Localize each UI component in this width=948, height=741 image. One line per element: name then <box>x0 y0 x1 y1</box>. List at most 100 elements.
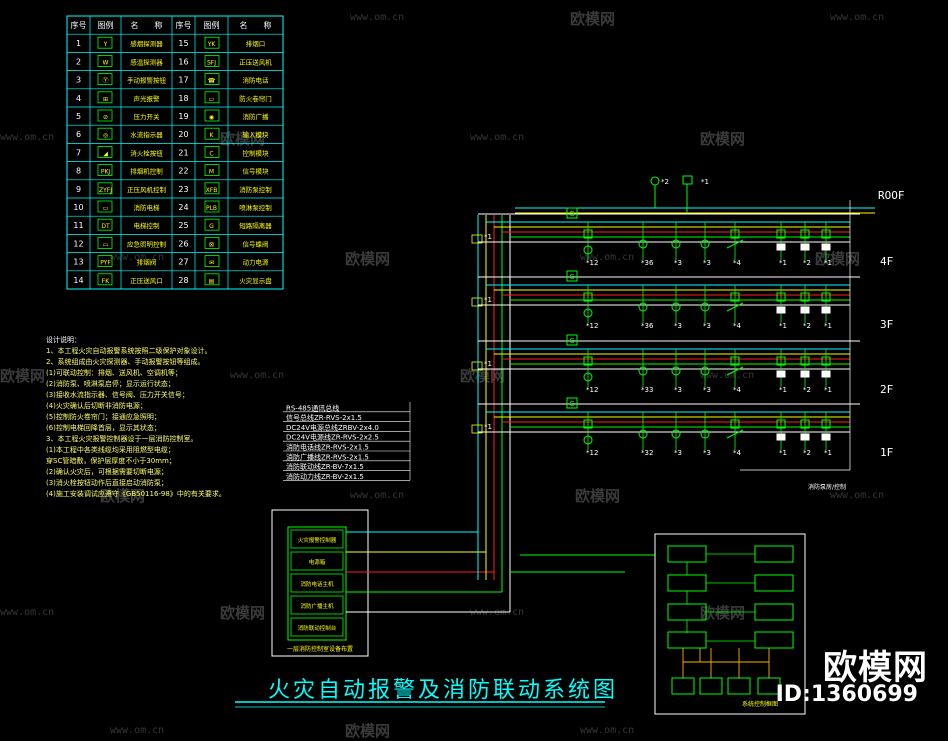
watermark-url: www.om.cn <box>580 725 635 736</box>
device-count: *12 <box>586 449 598 457</box>
signal-device-symbol <box>821 243 831 251</box>
pump-room-note: 消防泵房/控制 <box>808 483 846 491</box>
control-room-caption: 一层消防控制室设备布置 <box>287 645 353 653</box>
legend-name: 输入模块 <box>243 130 270 139</box>
legend-header: 图例 <box>204 20 220 30</box>
short-circuit-isolator <box>566 270 578 282</box>
legend-name: 动力电源 <box>243 258 270 267</box>
detector-symbol <box>638 239 648 249</box>
detector-symbol <box>671 366 681 376</box>
legend-symbol: PKJ <box>101 169 111 176</box>
watermark: 欧模网 <box>575 487 621 505</box>
legend-name: 应急照明控制 <box>127 239 167 248</box>
legend-symbol: ⊠ <box>209 241 214 248</box>
cable-item: DC24V电源总线ZRBV-2x4.0 <box>286 423 379 432</box>
legend-symbol: ☎ <box>208 78 216 85</box>
legend-symbol: FK <box>102 278 110 285</box>
control-room-device-label: 消防广播主机 <box>300 602 334 610</box>
signal-device-symbol <box>800 243 810 251</box>
cable-item: 消防动力线ZR-BV-2x1.5 <box>286 472 364 481</box>
legend-number: 1 <box>76 39 81 48</box>
legend-name: 感烟探测器 <box>130 39 163 48</box>
watermark-url: www.om.cn <box>0 132 55 143</box>
watermark-url: www.om.cn <box>700 370 755 381</box>
legend-name: 消防电梯 <box>134 203 161 212</box>
detector-symbol <box>583 308 593 318</box>
device-count: *4 <box>733 449 742 457</box>
note-line: (1)可联动控制：排烟、送风机、空调机等； <box>46 369 182 377</box>
detector-symbol <box>700 366 710 376</box>
input-module-symbol <box>776 356 786 366</box>
legend-symbol-box <box>97 55 113 67</box>
legend-number: 22 <box>178 167 188 176</box>
legend-symbol-box <box>97 36 113 49</box>
detector-symbol <box>583 245 593 255</box>
legend-number: 6 <box>76 130 81 139</box>
note-line: (4)施工安装调试应遵守《GB50116-98》中的有关要求。 <box>46 490 226 498</box>
legend-header: 名 称 <box>131 20 163 30</box>
legend-symbol-box <box>97 145 113 158</box>
valve-symbol <box>726 429 744 439</box>
note-line: (2)确认火灾后，可根据需要切断电源； <box>46 468 168 476</box>
valve-symbol <box>726 366 744 376</box>
legend-name: 消防广播 <box>243 112 270 121</box>
legend-symbol-box <box>97 164 113 177</box>
signal-device-symbol <box>776 370 786 378</box>
note-line: (2)消防泵、喷淋泵启停；显示运行状态； <box>46 380 175 388</box>
input-module-symbol <box>583 292 593 302</box>
watermark-url: www.om.cn <box>110 725 165 736</box>
signal-device-symbol <box>776 306 786 314</box>
note-line: (5)控制防火卷帘门；接通应急照明； <box>46 413 161 421</box>
input-module-symbol <box>776 229 786 239</box>
riser-terminal-box <box>471 424 483 434</box>
legend-name: 火灾显示盘 <box>239 276 272 285</box>
floor-label-1f: 1F <box>880 446 894 459</box>
legend-number: 16 <box>178 57 188 66</box>
legend-name: 防火卷帘门 <box>239 94 272 103</box>
legend-name: 喷淋泵控制 <box>239 203 272 212</box>
riser-terminal-box <box>471 297 483 307</box>
legend-number: 15 <box>178 39 188 48</box>
legend-symbol: ZYFJ <box>99 187 112 194</box>
legend-symbol: ✉ <box>209 260 214 267</box>
signal-device-symbol <box>821 306 831 314</box>
note-line: 3、本工程火灾报警控制器设于一层消防控制室。 <box>46 435 198 443</box>
watermark: 欧模网 <box>0 367 46 385</box>
input-module-symbol <box>583 356 593 366</box>
legend-symbol-box <box>204 73 220 85</box>
legend-symbol: ▭ <box>103 205 109 212</box>
device-count: *1 <box>779 386 787 394</box>
device-count: *4 <box>733 322 742 330</box>
watermark: 欧模网 <box>100 487 146 505</box>
cable-list: RS-485通讯总线信号总线ZR-RVS-2x1.5DC24V电源总线ZRBV-… <box>283 402 411 481</box>
detector-symbol <box>638 302 648 312</box>
flow-block <box>754 574 794 592</box>
watermark-url: www.om.cn <box>830 490 885 501</box>
legend-number: 21 <box>178 148 188 157</box>
legend-symbol: Y <box>103 41 108 48</box>
legend-symbol-box <box>204 36 220 49</box>
legend-symbol-box <box>97 273 113 286</box>
control-module-symbol <box>730 229 740 239</box>
control-room-rack <box>287 526 347 641</box>
device-count: *3 <box>703 386 711 394</box>
watermark: 欧模网 <box>700 604 746 622</box>
riser-terminal-box <box>471 234 483 244</box>
roof-count: *2 <box>661 178 669 186</box>
device-count: *4 <box>733 386 742 394</box>
control-room-device <box>290 595 344 615</box>
device-count: *3 <box>703 322 711 330</box>
legend-number: 9 <box>76 185 81 194</box>
legend-number: 3 <box>76 76 81 85</box>
legend-name: 感温探测器 <box>130 57 163 66</box>
input-module-symbol <box>776 292 786 302</box>
riser-count: *1 <box>484 296 492 304</box>
device-count: *2 <box>803 449 811 457</box>
isolator-label: G <box>569 210 574 218</box>
signal-device-symbol <box>800 433 810 441</box>
legend-symbol: ▤ <box>209 278 215 285</box>
control-room-device <box>290 573 344 593</box>
control-module-symbol <box>730 292 740 302</box>
